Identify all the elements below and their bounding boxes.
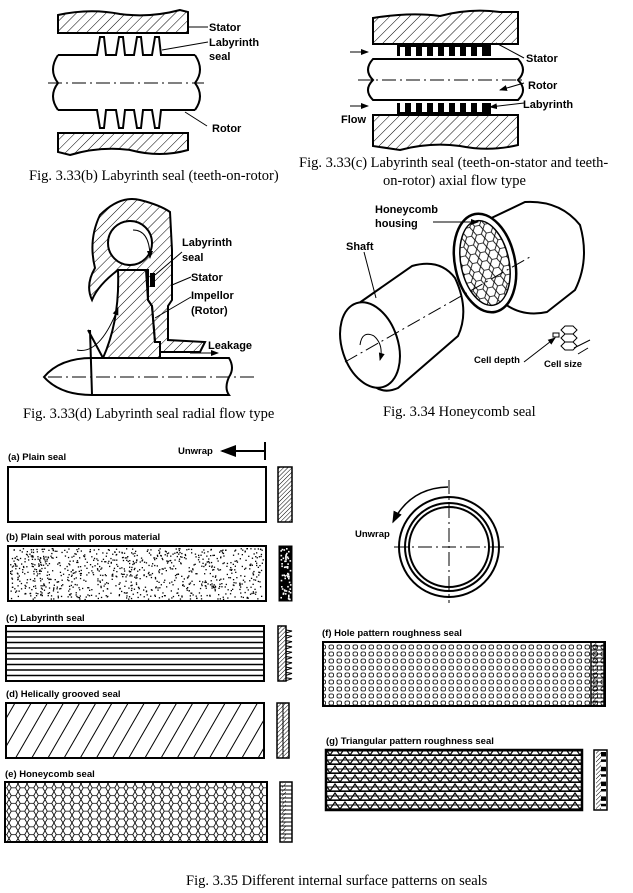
caption-fig-335: Fig. 3.35 Different internal surface pat… xyxy=(186,873,488,889)
panel-b-strip xyxy=(7,545,267,602)
label-leakage: Leakage xyxy=(208,340,252,352)
honeycomb-housing xyxy=(482,200,585,315)
label-cell-depth: Cell depth xyxy=(474,355,520,366)
caption-fig-333b: Fig. 3.33(b) Labyrinth seal (teeth-on-ro… xyxy=(29,168,279,184)
unwrap-circle-diagram: Unwrap xyxy=(355,480,504,603)
panel-b-label: (b) Plain seal with porous material xyxy=(6,532,160,543)
label-rotor: Rotor xyxy=(528,80,558,92)
labyrinth-section-teeth xyxy=(285,629,293,682)
triangular-section-blocks xyxy=(601,752,606,807)
stator-bottom xyxy=(372,114,519,152)
label-seal: seal xyxy=(182,252,203,264)
label-stator: Stator xyxy=(526,53,559,65)
label-labyrinth: Labyrinth xyxy=(209,37,259,49)
panel-c-label: (c) Labyrinth seal xyxy=(6,613,85,624)
label-stator: Stator xyxy=(191,272,224,284)
panel-c-section xyxy=(277,625,287,682)
label-impellor: Impellor xyxy=(191,290,235,302)
rotor-shaft xyxy=(58,36,195,129)
panel-a-strip xyxy=(7,466,267,523)
label-shaft: Shaft xyxy=(346,241,374,253)
labyrinth-seal-teeth xyxy=(150,273,155,287)
label-cell-size: Cell size xyxy=(544,359,582,370)
labyrinth-teeth-top xyxy=(397,44,491,57)
caption-fig-333c-line2: on-rotor) axial flow type xyxy=(383,173,526,189)
shaft-cylinder xyxy=(351,262,465,392)
fig-333c-labyrinth-axial-flow: Stator Rotor Labyrinth Flow Fig. 3.33(c)… xyxy=(299,9,608,189)
panel-g-strip xyxy=(324,748,584,812)
panel-g-label: (g) Triangular pattern roughness seal xyxy=(326,736,494,747)
porous-dots xyxy=(10,548,264,601)
caption-fig-333c-line1: Fig. 3.33(c) Labyrinth seal (teeth-on-st… xyxy=(299,155,608,171)
fig-335-surface-patterns: Unwrap (a) Plain seal (b) Plain seal wit… xyxy=(4,442,608,889)
label-labyrinth: Labyrinth xyxy=(523,99,573,111)
fig-333d-labyrinth-radial-flow: Labyrinth seal Stator Impellor (Rotor) L… xyxy=(23,198,274,422)
labyrinth-grooves xyxy=(6,630,264,677)
label-rotor: (Rotor) xyxy=(191,305,228,317)
porous-section-dots xyxy=(280,548,292,601)
stator-top xyxy=(372,9,519,45)
impellor-rotor xyxy=(101,269,161,359)
panel-a-label: (a) Plain seal xyxy=(8,452,66,463)
rotor-shaft xyxy=(367,58,524,101)
caption-fig-333d: Fig. 3.33(d) Labyrinth seal radial flow … xyxy=(23,406,274,422)
cell-detail xyxy=(552,325,591,355)
panel-e-label: (e) Honeycomb seal xyxy=(5,769,95,780)
shaft xyxy=(42,357,233,396)
panel-e-strip xyxy=(4,781,268,843)
panel-d-label: (d) Helically grooved seal xyxy=(6,689,121,700)
fig-333b-labyrinth-teeth-on-rotor: Stator Labyrinth seal Rotor Fig. 3.33(b)… xyxy=(29,8,279,184)
panel-f-strip xyxy=(322,641,606,707)
label-unwrap: Unwrap xyxy=(178,446,213,457)
label-seal: seal xyxy=(209,51,230,63)
label-labyrinth: Labyrinth xyxy=(182,237,232,249)
stator-top xyxy=(57,8,189,34)
fig-334-honeycomb-seal: Honeycomb housing Shaft Cell depth Cell … xyxy=(339,200,591,420)
stator-bottom xyxy=(57,132,189,157)
label-stator: Stator xyxy=(209,22,242,34)
labyrinth-teeth-bottom xyxy=(397,102,491,115)
label-flow: Flow xyxy=(341,114,366,126)
panel-a-section xyxy=(277,466,293,523)
panel-f-label: (f) Hole pattern roughness seal xyxy=(322,628,462,639)
panel-d-strip xyxy=(5,702,265,759)
caption-fig-334: Fig. 3.34 Honeycomb seal xyxy=(383,404,536,420)
label-honeycomb: Honeycomb xyxy=(375,204,438,216)
label-housing: housing xyxy=(375,218,418,230)
label-rotor: Rotor xyxy=(212,123,242,135)
label-unwrap-circle: Unwrap xyxy=(355,529,390,540)
